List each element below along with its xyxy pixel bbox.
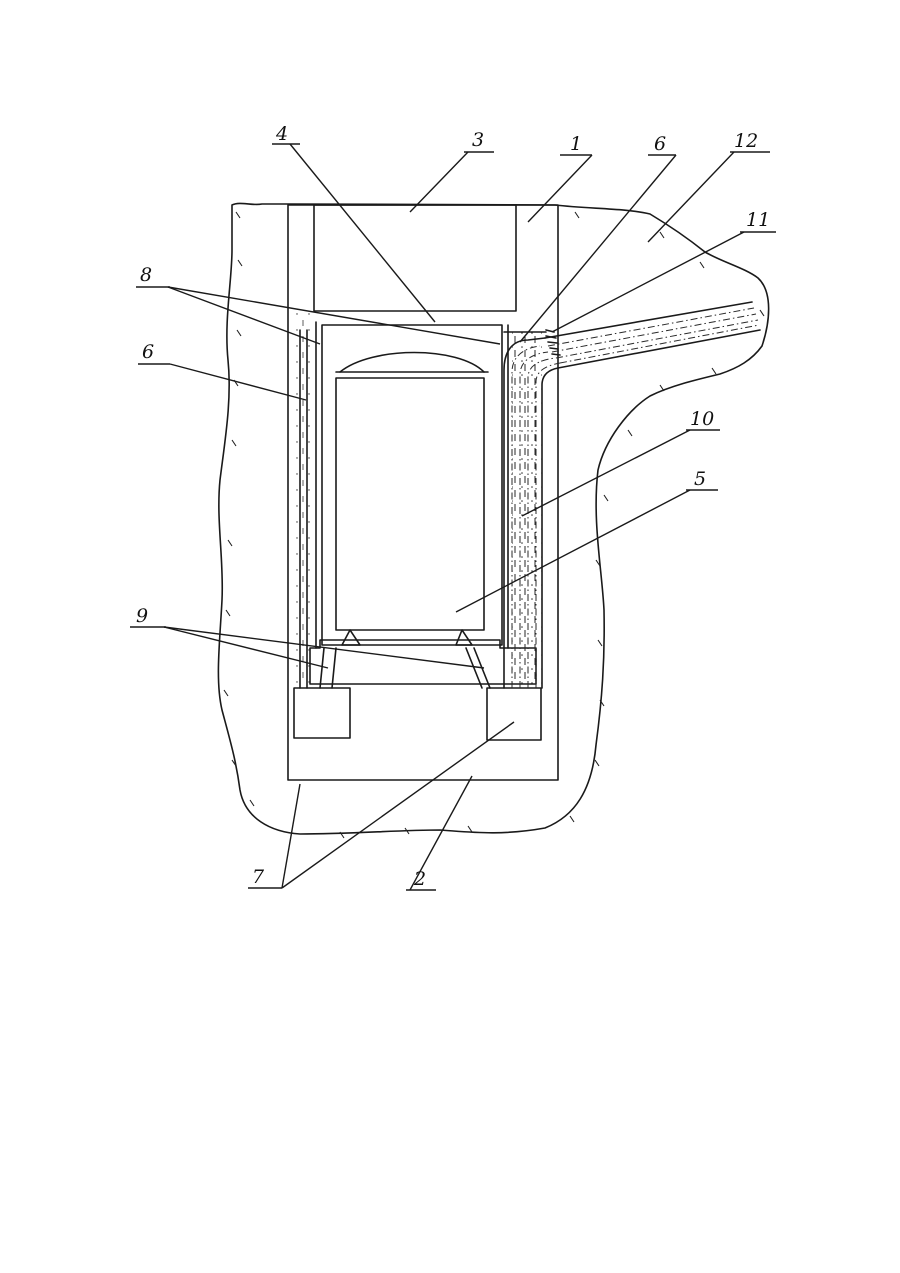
callout-4: 4 — [275, 123, 288, 145]
sensor-boxes-7 — [294, 688, 541, 740]
cable-outlet-11 — [545, 302, 760, 368]
callout-7: 7 — [252, 866, 265, 888]
callout-6-right: 6 — [654, 133, 666, 155]
callout-10: 10 — [690, 408, 714, 430]
callout-9: 9 — [136, 605, 148, 627]
callout-11: 11 — [746, 209, 770, 231]
callout-8: 8 — [140, 264, 152, 286]
callout-3: 3 — [472, 129, 484, 151]
callout-1: 1 — [570, 133, 582, 155]
callout-6-left: 6 — [142, 341, 154, 363]
top-plug-3 — [314, 205, 516, 311]
callout-5: 5 — [694, 468, 706, 490]
callout-12: 12 — [734, 130, 758, 152]
callout-2: 2 — [413, 868, 426, 890]
